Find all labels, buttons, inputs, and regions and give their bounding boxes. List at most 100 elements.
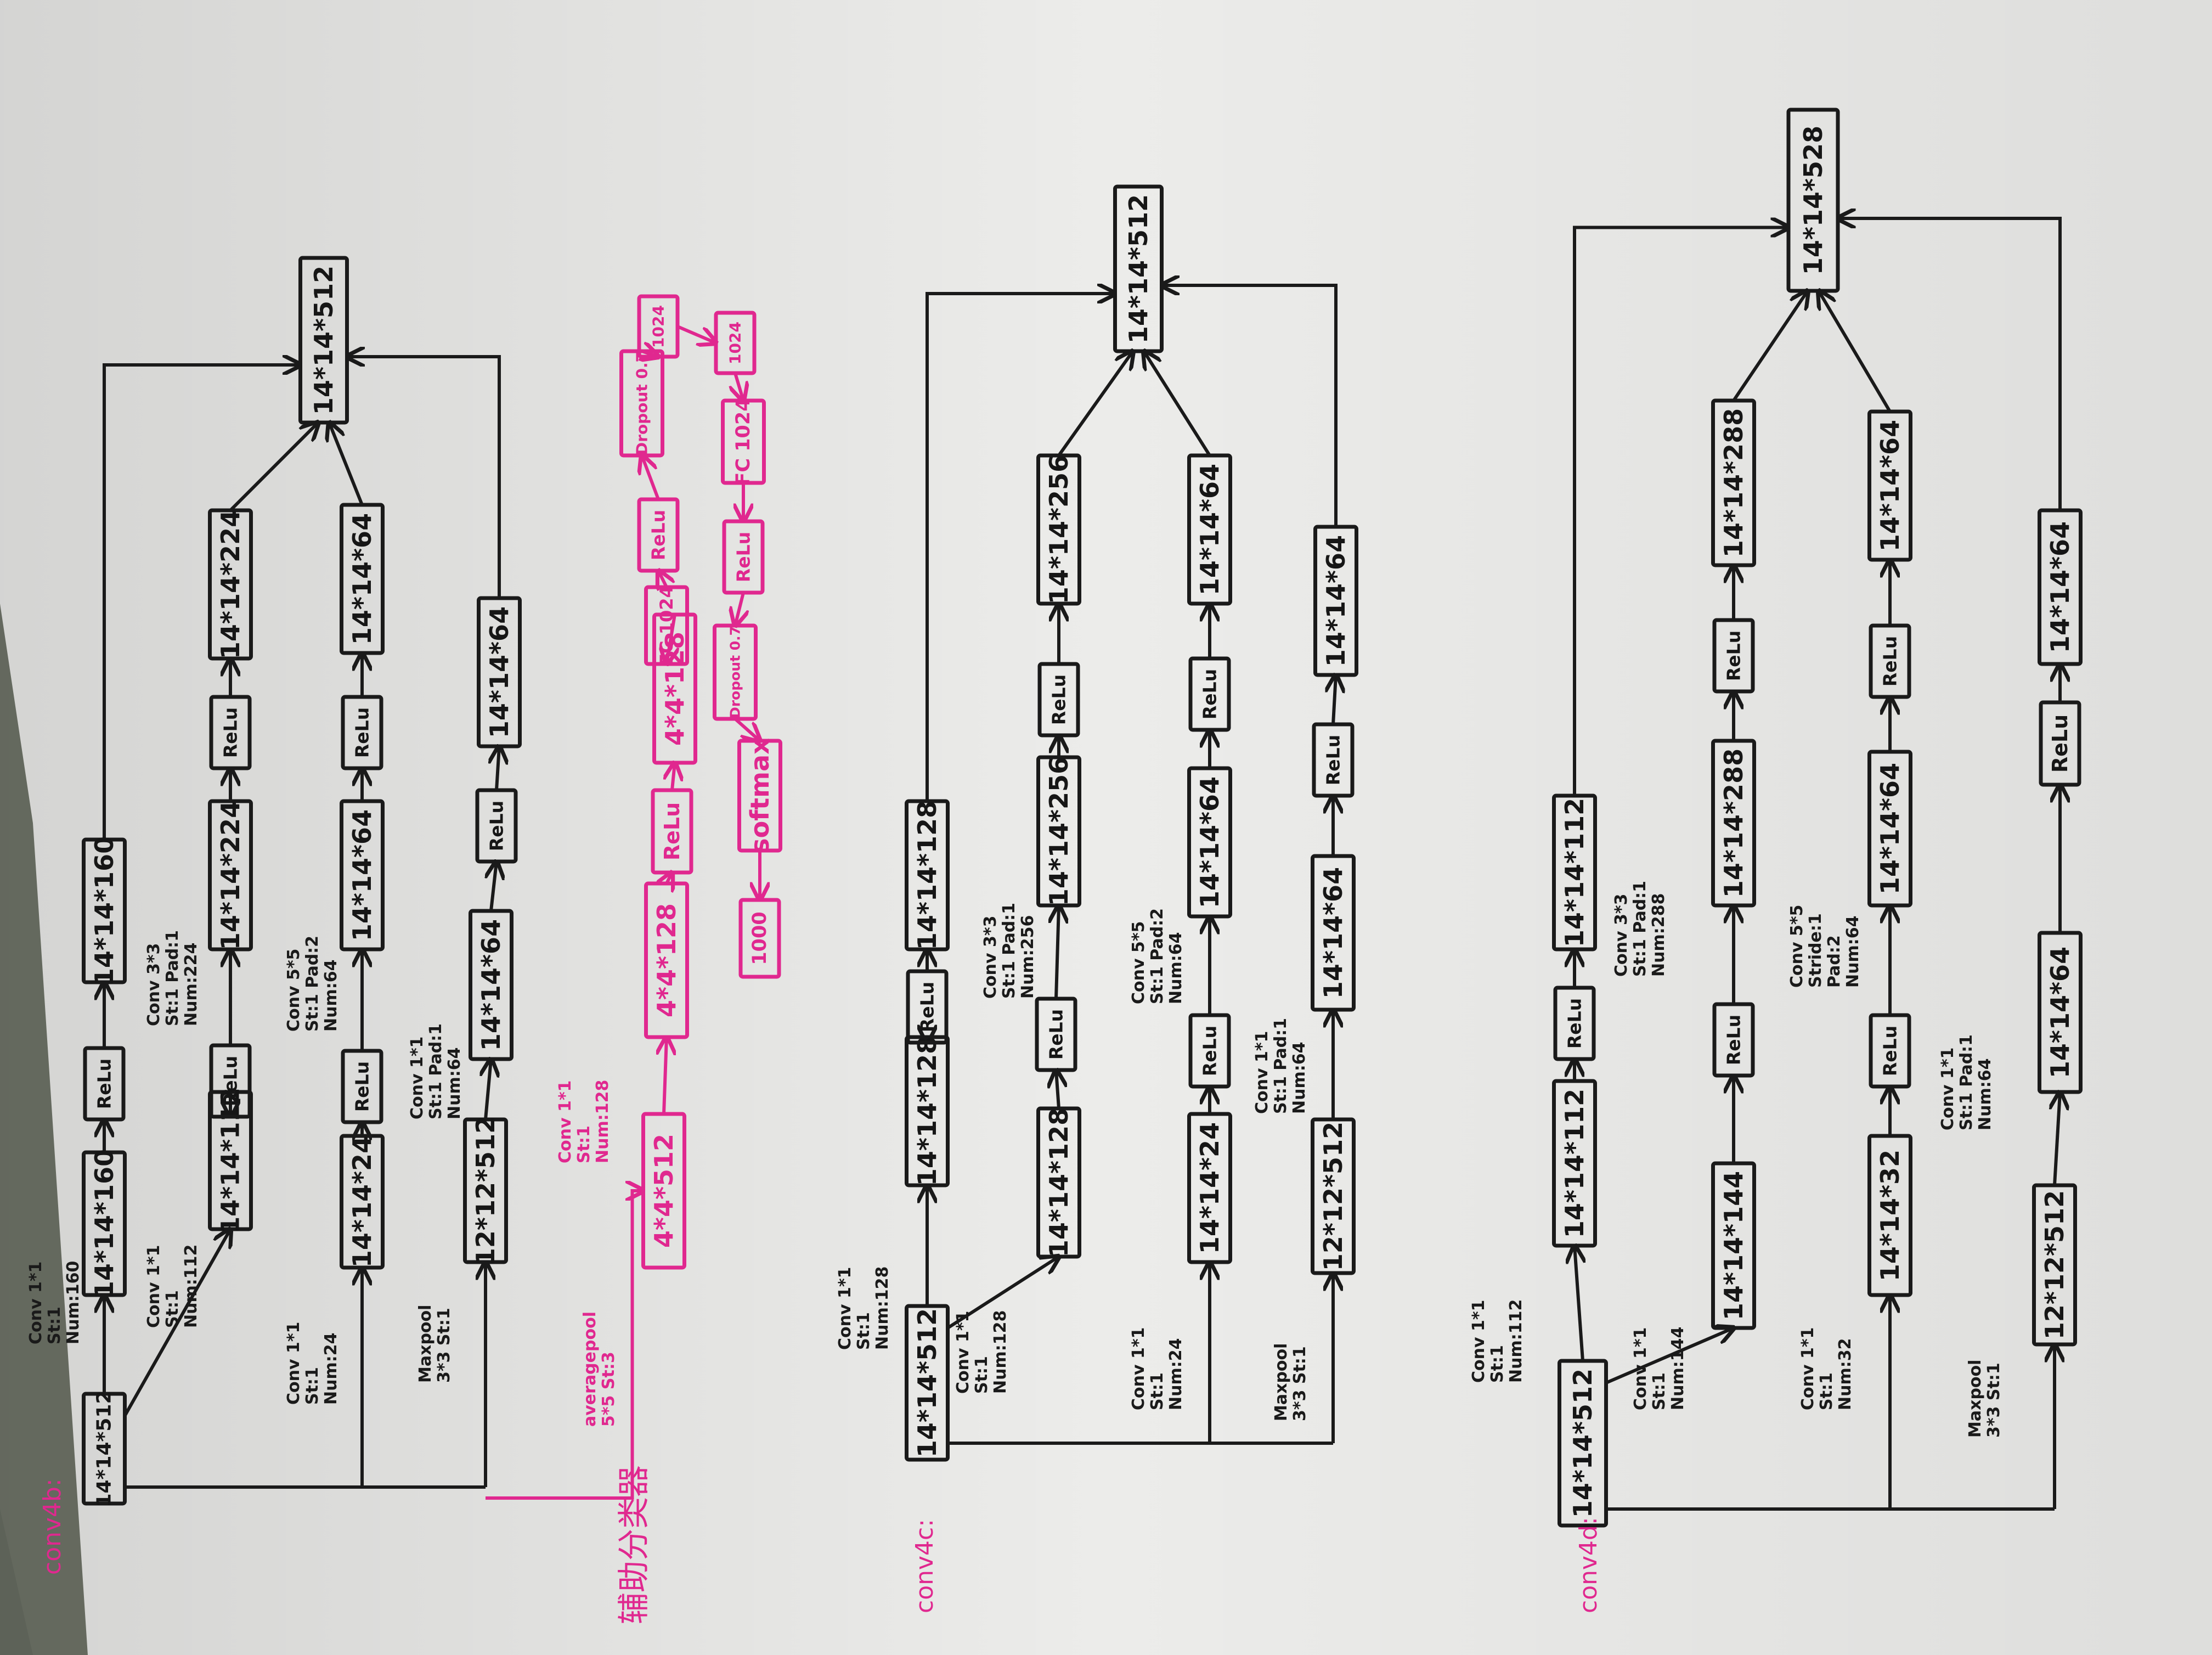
node-a-5: FC 1024 (644, 585, 689, 666)
node-label: ReLu (660, 802, 684, 860)
node-label: ReLu (917, 982, 938, 1032)
annotation-line: Conv 1*1 (1938, 1048, 1957, 1130)
node-label: FC 1024 (656, 586, 677, 666)
edge-line (1605, 1328, 1734, 1384)
node-b-p4c: 14*14*64 (477, 596, 522, 748)
node-b-p3r2: ReLu (341, 695, 383, 770)
annotation-line: Maxpool (416, 1305, 435, 1383)
annotation-line: St:1 Pad:1 (1630, 881, 1650, 977)
node-c-p3a: 14*14*24 (1187, 1112, 1232, 1264)
node-label: 14*14*24 (1195, 1122, 1224, 1254)
node-label: 14*14*64 (476, 919, 506, 1051)
annotation-line: Conv 1*1 (26, 1262, 46, 1344)
aux-classifier-label: 辅助分类器 (615, 1465, 652, 1624)
node-label: ReLu (1723, 631, 1745, 681)
node-c-out: 14*14*512 (1113, 184, 1164, 353)
node-b-p3a: 14*14*24 (340, 1134, 385, 1270)
node-a-14: 1000 (738, 898, 781, 979)
node-c-p4a: 12*12*512 (1311, 1117, 1356, 1275)
edge-line (1162, 285, 1338, 527)
annotation-line: Num:64 (1166, 932, 1186, 1004)
node-label: 14*14*64 (1195, 464, 1224, 595)
edge-line (329, 423, 364, 506)
node-a-1: 4*4*512 (641, 1112, 686, 1270)
node-d-in: 14*14*512 (1558, 1359, 1608, 1528)
annotation-line: St:1 (1650, 1372, 1669, 1410)
annotation-line: 3*3 St:1 (1290, 1346, 1310, 1421)
node-d-p4b: 14*14*64 (2038, 931, 2083, 1094)
node-label: Dropout 0.7 (633, 352, 651, 455)
node-label: ReLu (1564, 998, 1585, 1049)
node-d-p2a: 14*14*144 (1711, 1161, 1756, 1330)
node-c-p4r: ReLu (1312, 722, 1355, 798)
node-label: ReLu (1199, 669, 1221, 719)
node-b-p1r: ReLu (83, 1046, 126, 1122)
node-label: 14*14*64 (484, 606, 514, 738)
node-label: ReLu (486, 801, 507, 851)
node-d-p4a: 12*12*512 (2032, 1183, 2077, 1347)
annotation-line: St:1 (163, 1290, 182, 1328)
annotation-line: Conv 3*3 (981, 916, 1000, 999)
node-layer: 14*14*51214*14*160ReLu14*14*16014*14*112… (82, 108, 2083, 1528)
edge-line (1056, 905, 1059, 999)
node-label: softmax (745, 738, 775, 853)
node-label: 14*14*512 (1124, 194, 1153, 344)
edge-line (347, 357, 501, 598)
node-label: ReLu (1323, 735, 1344, 785)
annotation-line: St:1 Pad:2 (303, 936, 322, 1032)
node-label: 14*14*32 (1875, 1150, 1905, 1281)
node-a-12: Dropout 0.7 (713, 623, 758, 721)
annotation-line: 3*3 St:1 (435, 1308, 454, 1383)
annotation-line: Num:64 (1843, 916, 1863, 988)
edge-line (1333, 675, 1336, 725)
node-c-p3r1: ReLu (1188, 1013, 1231, 1089)
node-label: ReLu (94, 1059, 115, 1109)
annotation-line: Conv 1*1 (1129, 1327, 1148, 1410)
edge-line (486, 1191, 644, 1500)
node-b-p2a: 14*14*112 (208, 1088, 253, 1234)
edge-line (735, 373, 743, 401)
node-label: 14*14*64 (1875, 420, 1905, 551)
node-c-p2a: 14*14*128 (1036, 1106, 1081, 1259)
node-label: 14*14*112 (216, 1088, 245, 1234)
annotation-line: Conv 1*1 (953, 1311, 973, 1394)
annotation-line: Conv 5*5 (1787, 905, 1807, 988)
edge-line (664, 1037, 667, 1114)
edge-line (1819, 291, 1892, 413)
edge-line (946, 1257, 1059, 1330)
node-b-p2b: 14*14*224 (208, 799, 253, 952)
edge-line (491, 862, 496, 911)
edge-line (735, 592, 743, 626)
node-b-p2r1: ReLu (209, 1043, 252, 1119)
annotation-line: Stride:1 (1806, 913, 1825, 988)
node-label: 14*14*528 (1798, 126, 1828, 275)
node-a-7: Dropout 0.7 (619, 349, 664, 458)
node-label: 4*4*128 (660, 632, 690, 746)
node-d-p1b: 14*14*112 (1552, 793, 1597, 952)
node-a-4: 4*4*128 (652, 612, 697, 765)
edge-line (658, 571, 667, 587)
node-label: 1024 (726, 322, 744, 364)
node-d-p2b: 14*14*288 (1711, 739, 1756, 908)
annotation-line: 3*3 St:1 (1984, 1363, 2004, 1438)
annotation-line: St:1 Pad:1 (1000, 903, 1019, 999)
node-c-p4c: 14*14*64 (1313, 525, 1358, 677)
edge-line (1057, 351, 1133, 457)
node-label: 14*14*64 (1321, 535, 1351, 667)
node-label: ReLu (1880, 1026, 1901, 1076)
node-label: 14*14*128 (912, 1037, 942, 1186)
annotation-line: Conv 1*1 (1631, 1327, 1650, 1410)
node-b-p3r1: ReLu (341, 1049, 383, 1124)
node-c-p1b: 14*14*128 (905, 799, 950, 952)
annotation-line: Num:64 (1290, 1042, 1309, 1114)
node-label: 12*12*512 (2040, 1190, 2069, 1339)
